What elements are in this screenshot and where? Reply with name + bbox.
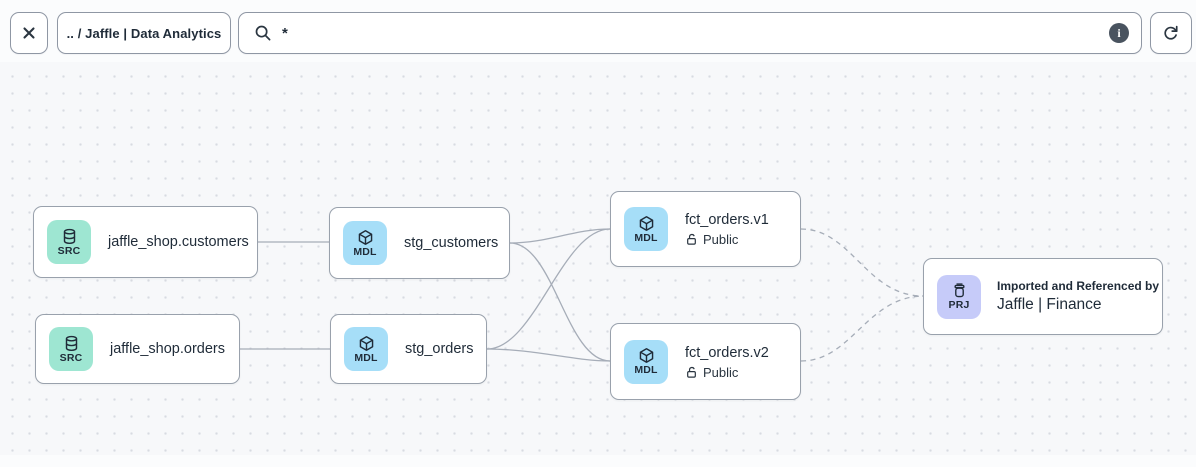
node-label: jaffle_shop.orders <box>110 340 226 357</box>
edge-dashed <box>800 228 924 297</box>
edge <box>509 242 611 362</box>
node-label: jaffle_shop.customers <box>108 233 249 250</box>
database-icon <box>65 335 77 351</box>
info-icon[interactable]: i <box>1109 23 1129 43</box>
node-label: fct_orders.v2 <box>685 344 769 361</box>
close-button[interactable] <box>10 12 48 54</box>
cube-icon <box>358 229 372 245</box>
edge <box>509 228 611 244</box>
model-badge: MDL <box>624 339 668 384</box>
model-badge: MDL <box>343 221 387 265</box>
search-box[interactable]: i <box>238 12 1142 54</box>
node-label: stg_customers <box>404 234 499 251</box>
project-badge: PRJ <box>937 274 981 319</box>
access-row: Public <box>685 232 769 247</box>
model-badge: MDL <box>624 207 668 251</box>
lock-open-icon <box>687 366 696 378</box>
cube-icon <box>639 348 653 363</box>
project-jar-icon <box>953 283 965 298</box>
cube-icon <box>359 335 373 351</box>
close-icon <box>23 27 35 39</box>
breadcrumb-button[interactable]: .. / Jaffle | Data Analytics <box>57 12 231 54</box>
database-icon <box>63 228 75 244</box>
node-source-jaffle-shop-customers[interactable]: SRC jaffle_shop.customers <box>33 206 258 278</box>
search-input[interactable] <box>282 24 1109 42</box>
node-model-stg-customers[interactable]: MDL stg_customers <box>329 207 510 279</box>
edge-dashed <box>800 295 924 362</box>
node-project-jaffle-finance[interactable]: PRJ Imported and Referenced by Jaffle | … <box>923 258 1163 335</box>
node-model-fct-orders-v2[interactable]: MDL fct_orders.v2 Public <box>610 323 801 400</box>
source-badge: SRC <box>49 327 93 371</box>
breadcrumb-label: .. / Jaffle | Data Analytics <box>66 25 222 41</box>
edge <box>486 348 611 362</box>
node-model-stg-orders[interactable]: MDL stg_orders <box>330 314 487 384</box>
project-name: Jaffle | Finance <box>997 296 1102 313</box>
node-source-jaffle-shop-orders[interactable]: SRC jaffle_shop.orders <box>35 314 240 384</box>
cube-icon <box>639 215 653 231</box>
model-badge: MDL <box>344 327 388 371</box>
lock-open-icon <box>687 233 696 245</box>
refresh-button[interactable] <box>1150 12 1192 54</box>
node-label: stg_orders <box>405 340 474 357</box>
source-badge: SRC <box>47 220 91 264</box>
access-label: Public <box>703 232 739 247</box>
edge <box>486 228 611 350</box>
refresh-icon <box>1163 25 1178 40</box>
access-label: Public <box>703 364 739 380</box>
access-row: Public <box>685 365 769 380</box>
project-relationship-label: Imported and Referenced by <box>997 279 1160 293</box>
node-label: fct_orders.v1 <box>685 212 769 228</box>
search-icon <box>255 25 271 41</box>
node-model-fct-orders-v1[interactable]: MDL fct_orders.v1 Public <box>610 191 801 267</box>
